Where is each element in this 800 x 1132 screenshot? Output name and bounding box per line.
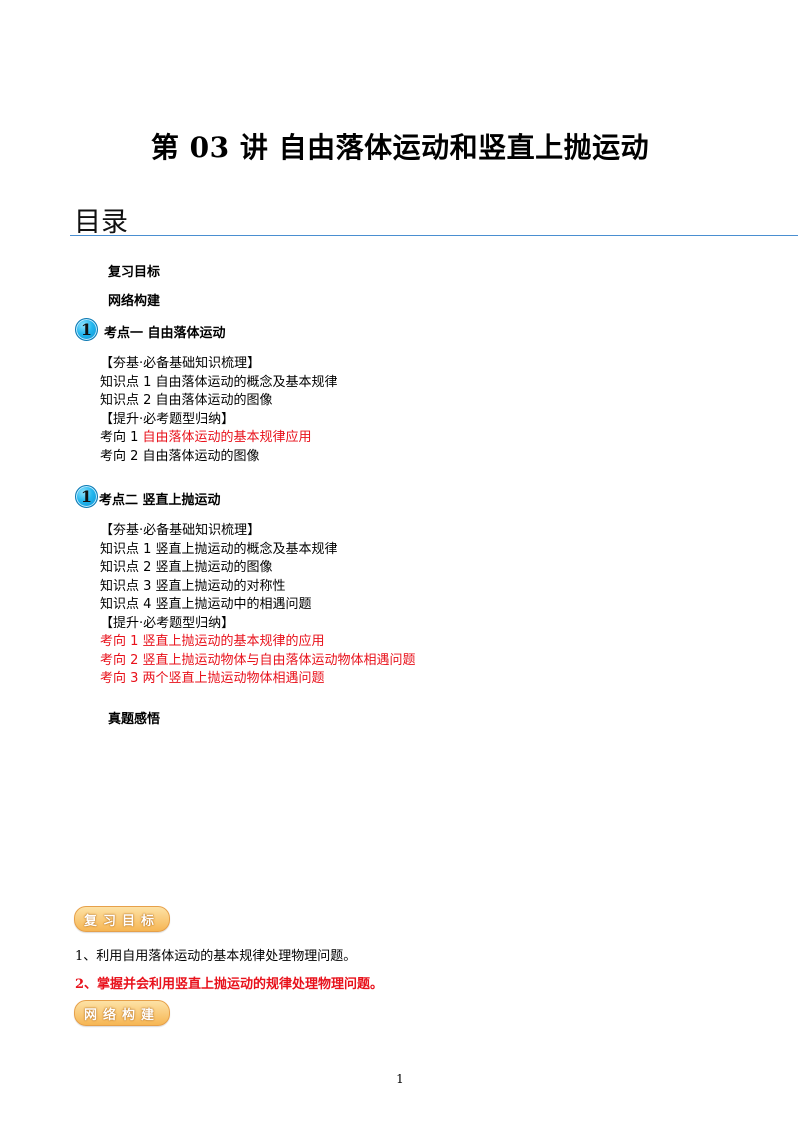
toc-item[interactable]: 知识点 3 竖直上抛运动的对称性: [100, 578, 286, 594]
toc-divider: [70, 235, 798, 236]
section-number-icon: 1: [75, 485, 98, 508]
network-tag: 网络构建: [74, 1000, 170, 1026]
toc-item[interactable]: 考向 2 自由落体运动的图像: [100, 448, 260, 464]
page-title: 第 03 讲 自由落体运动和竖直上抛运动: [150, 131, 650, 164]
toc-review-goals-link[interactable]: 复习目标: [108, 265, 161, 280]
review-goals-tag: 复习目标: [74, 906, 170, 932]
goal-item: 2、掌握并会利用竖直上抛运动的规律处理物理问题。: [75, 977, 384, 992]
toc-item[interactable]: 考向 2 竖直上抛运动物体与自由落体运动物体相遇问题: [100, 652, 416, 668]
goal-item: 1、利用自用落体运动的基本规律处理物理问题。: [75, 949, 357, 964]
section-number-icon: 1: [75, 318, 98, 341]
toc-real-exam-link[interactable]: 真题感悟: [108, 712, 161, 727]
toc-item[interactable]: 【提升·必考题型归纳】: [100, 411, 235, 427]
toc-item[interactable]: 考向 1 自由落体运动的基本规律应用: [100, 429, 312, 448]
toc-item[interactable]: 【提升·必考题型归纳】: [100, 615, 235, 631]
toc-heading: 目录: [74, 207, 128, 238]
toc-item[interactable]: 【夯基·必备基础知识梳理】: [100, 523, 261, 538]
toc-item-prefix: 考向 1: [100, 430, 143, 445]
toc-item[interactable]: 知识点 1 竖直上抛运动的概念及基本规律: [100, 541, 338, 557]
toc-item[interactable]: 知识点 2 竖直上抛运动的图像: [100, 560, 273, 575]
toc-item[interactable]: 知识点 1 自由落体运动的概念及基本规律: [100, 374, 338, 390]
toc-item[interactable]: 知识点 2 自由落体运动的图像: [100, 393, 273, 408]
toc-network-link[interactable]: 网络构建: [108, 294, 161, 309]
toc-item[interactable]: 考向 3 两个竖直上抛运动物体相遇问题: [100, 671, 325, 686]
toc-section2-title[interactable]: 考点二 竖直上抛运动: [99, 493, 221, 508]
toc-item[interactable]: 考向 1 竖直上抛运动的基本规律的应用: [100, 634, 325, 649]
toc-item[interactable]: 知识点 4 竖直上抛运动中的相遇问题: [100, 597, 312, 612]
page-number: 1: [396, 1072, 404, 1086]
toc-item-highlight: 自由落体运动的基本规律应用: [142, 430, 312, 445]
toc-section1-title[interactable]: 考点一 自由落体运动: [104, 326, 226, 341]
toc-item[interactable]: 【夯基·必备基础知识梳理】: [100, 356, 261, 371]
